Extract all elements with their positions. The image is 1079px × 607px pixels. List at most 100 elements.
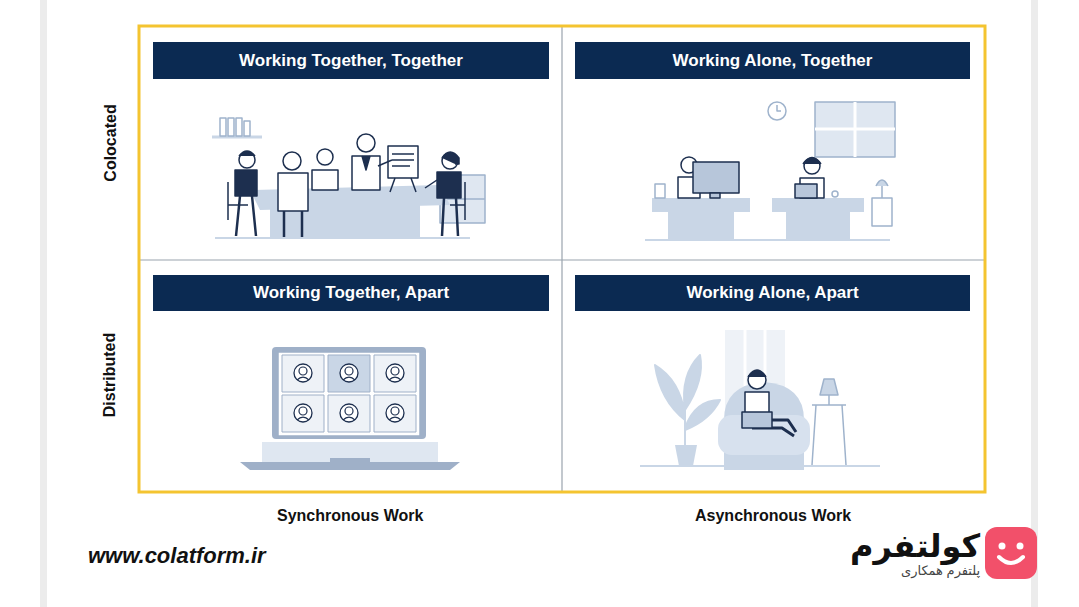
video-tile xyxy=(328,395,370,432)
video-tile xyxy=(389,417,401,420)
office-desks-illustration xyxy=(645,239,890,241)
meeting-illustration xyxy=(357,134,375,152)
meeting-illustration xyxy=(228,182,248,220)
video-tile xyxy=(340,364,358,382)
video-tile xyxy=(294,364,312,382)
meeting-illustration xyxy=(220,118,226,136)
logo-mark xyxy=(985,527,1037,579)
video-tile xyxy=(340,404,358,422)
office-desks-illustration xyxy=(668,212,734,240)
video-tile xyxy=(343,377,355,380)
meeting-illustration xyxy=(236,196,256,236)
video-tile xyxy=(282,355,324,392)
meeting-illustration xyxy=(390,178,395,192)
video-tile xyxy=(328,395,370,432)
video-call-illustration xyxy=(282,355,416,432)
video-call-illustration xyxy=(240,347,460,470)
logo-wordmark: کولتفرم xyxy=(850,527,980,565)
office-desks-illustration xyxy=(872,198,892,226)
home-work-illustration xyxy=(655,355,720,466)
logo-mark xyxy=(999,557,1023,563)
office-desks-illustration xyxy=(815,102,895,157)
video-tile xyxy=(374,395,416,432)
office-desks-illustration xyxy=(655,184,665,198)
meeting-illustration xyxy=(212,118,485,238)
meeting-illustration xyxy=(388,146,418,178)
matrix-grid xyxy=(140,259,984,260)
video-tile xyxy=(345,407,353,415)
office-desks-illustration xyxy=(832,191,838,197)
home-work-illustration xyxy=(640,330,880,470)
quadrant-title: Working Alone, Together xyxy=(673,51,873,71)
video-tile xyxy=(391,407,399,415)
office-desks-illustration xyxy=(710,193,720,198)
home-work-illustration xyxy=(820,379,838,395)
video-call-illustration xyxy=(330,458,370,462)
page-side-bars xyxy=(1031,0,1038,607)
meeting-illustration xyxy=(239,151,255,156)
office-desks-illustration xyxy=(645,102,895,240)
home-work-illustration xyxy=(812,395,846,465)
page-side-bars xyxy=(40,0,1038,607)
meeting-illustration xyxy=(392,153,414,155)
matrix-grid xyxy=(139,26,985,492)
logo-mark xyxy=(985,527,1037,579)
meeting-illustration xyxy=(312,170,338,190)
video-tile xyxy=(391,367,399,375)
watermark: www.colatform.ir xyxy=(88,543,266,569)
office-desks-illustration xyxy=(772,198,864,212)
home-work-illustration xyxy=(742,412,772,428)
meeting-illustration xyxy=(378,160,392,166)
meeting-illustration xyxy=(352,156,380,190)
matrix-grid xyxy=(561,27,562,491)
video-tile xyxy=(328,355,370,392)
meeting-illustration xyxy=(239,152,255,168)
axis-label: Colocated xyxy=(101,104,119,181)
meeting-illustration xyxy=(411,178,416,192)
quadrant-header: Working Alone, Together xyxy=(575,42,970,79)
meeting-illustration xyxy=(278,173,308,211)
video-tile xyxy=(389,377,401,380)
video-tile xyxy=(282,355,324,392)
meeting-illustration xyxy=(392,159,414,161)
home-work-illustration xyxy=(748,371,766,389)
meeting-illustration xyxy=(283,152,301,170)
video-tile xyxy=(328,355,370,392)
axis-label: Asynchronous Work xyxy=(695,507,851,525)
meeting-illustration xyxy=(437,172,461,198)
video-tile xyxy=(374,355,416,392)
meeting-illustration xyxy=(215,237,470,239)
video-call-illustration xyxy=(278,352,420,436)
quadrant-title: Working Alone, Apart xyxy=(686,283,858,303)
logo-mark xyxy=(1017,543,1024,550)
quadrant-header: Working Alone, Apart xyxy=(575,275,970,311)
office-desks-illustration xyxy=(768,102,786,120)
video-call-illustration xyxy=(272,347,426,439)
office-desks-illustration xyxy=(777,105,781,111)
meeting-illustration xyxy=(362,156,370,170)
meeting-illustration xyxy=(442,153,458,169)
meeting-illustration xyxy=(244,121,250,136)
video-tile xyxy=(299,407,307,415)
home-work-illustration xyxy=(675,445,697,466)
video-tile xyxy=(343,417,355,420)
logo-tagline: پلتفرم همکاری xyxy=(901,563,980,578)
quadrant-title: Working Together, Apart xyxy=(253,283,449,303)
meeting-illustration xyxy=(235,170,257,196)
meeting-illustration xyxy=(442,152,459,164)
meeting-illustration xyxy=(236,118,242,136)
office-desks-illustration xyxy=(876,180,888,198)
video-tile xyxy=(297,377,309,380)
page-side-bars xyxy=(40,0,47,607)
quadrant-header: Working Together, Together xyxy=(153,42,549,79)
axis-label: Distributed xyxy=(101,333,119,417)
video-tile xyxy=(374,395,416,432)
office-desks-illustration xyxy=(815,128,895,131)
meeting-illustration xyxy=(284,211,302,237)
home-work-illustration xyxy=(748,370,766,377)
matrix-grid xyxy=(139,26,985,492)
office-desks-illustration xyxy=(786,212,850,240)
logo-mark xyxy=(999,543,1006,550)
meeting-illustration xyxy=(228,118,234,136)
